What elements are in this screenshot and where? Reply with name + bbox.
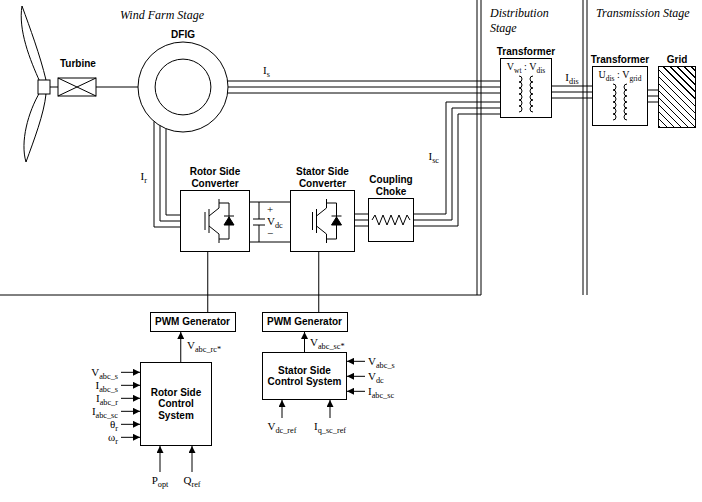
signal-arrow — [347, 391, 365, 392]
block-label: Stator Side Control System — [266, 365, 343, 388]
capacitor-symbol — [253, 202, 265, 242]
signal-arrow — [304, 332, 305, 352]
block-heading: Stator Side Converter — [288, 166, 358, 191]
transformer-coil — [530, 76, 533, 112]
signal-name: − — [267, 227, 273, 240]
signal-name: Vdc_ref — [267, 420, 296, 433]
signal-name: Vabc_s — [368, 355, 395, 368]
stage-divider — [481, 0, 482, 295]
signal-arrow — [180, 332, 181, 362]
block-box: Coupling Choke — [368, 198, 414, 242]
signal-name: Iabc_s — [96, 379, 118, 392]
signal-name: Vdc — [267, 215, 283, 228]
signal-arrow — [192, 446, 193, 472]
signal-arrow — [121, 398, 140, 399]
signal-arrow — [121, 372, 140, 373]
stage-heading: Distribution Stage — [490, 6, 578, 36]
block-heading: DFIG — [153, 29, 213, 43]
turbine-blade — [21, 6, 46, 82]
stage-divider — [477, 0, 478, 295]
block-box: PWM Generator — [150, 312, 236, 332]
transformer-coil — [519, 76, 522, 112]
current-label: Isc — [427, 150, 440, 163]
signal-arrow — [160, 446, 161, 472]
block-box: TransformerVwt : Vdis — [500, 58, 552, 118]
current-label: Vabc_sc* — [309, 336, 346, 349]
power-line — [648, 90, 658, 102]
block-label: PWM Generator — [155, 316, 230, 328]
diode-symbol — [332, 217, 342, 225]
power-line — [154, 121, 180, 227]
block-box: Rotor Side Converter — [180, 190, 250, 252]
block-heading: Transformer — [490, 46, 562, 60]
power-line — [250, 202, 290, 242]
block-heading: Transformer — [584, 54, 656, 68]
block-label: Vwt : Vdis — [507, 61, 545, 72]
current-label: Vabc_rc* — [186, 339, 222, 352]
signal-name: Iabc_sc — [92, 405, 118, 418]
signal-name: ωr — [108, 431, 118, 444]
grid-box: Grid — [658, 66, 696, 128]
stage-heading: Wind Farm Stage — [120, 8, 204, 23]
block-box: Stator Side Control System — [262, 352, 347, 400]
signal-name: Iabc_r — [96, 392, 118, 405]
igbt-symbol — [205, 199, 234, 243]
power-line — [552, 86, 592, 98]
stage-divider — [587, 0, 588, 295]
generator-rotor — [155, 59, 211, 115]
power-line — [207, 252, 208, 312]
block-heading: Coupling Choke — [361, 174, 421, 199]
gearbox — [58, 78, 96, 96]
choke-winding — [372, 215, 410, 225]
signal-name: Popt — [152, 474, 169, 487]
block-box: PWM Generator — [262, 312, 348, 332]
signal-arrow — [330, 400, 331, 418]
signal-name: Iq_sc_ref — [314, 420, 346, 433]
signal-name: + — [267, 203, 273, 216]
signal-arrow — [347, 376, 365, 377]
current-label: Ir — [140, 170, 148, 183]
power-line — [318, 252, 319, 312]
generator-stator — [138, 42, 228, 132]
turbine-blade — [24, 92, 46, 162]
signal-name: θr — [110, 418, 118, 431]
igbt-symbol — [313, 199, 342, 243]
signal-arrow — [121, 437, 140, 438]
turbine-hub — [38, 80, 50, 94]
signal-arrow — [121, 411, 140, 412]
stage-divider — [0, 295, 481, 296]
block-label: PWM Generator — [267, 316, 342, 328]
generator-circle: DFIG — [138, 42, 228, 132]
block-heading: Rotor Side Converter — [179, 166, 251, 191]
block-box: TransformerUdis : Vgrid — [592, 66, 648, 126]
power-line — [228, 81, 500, 93]
diode-symbol — [224, 217, 234, 225]
transformer-coil — [624, 84, 627, 120]
signal-name: Vabc_s — [91, 366, 118, 379]
gearbox-cross — [58, 78, 96, 96]
part-name: Turbine — [60, 58, 96, 69]
signal-arrow — [347, 361, 365, 362]
signal-name: Vdc — [368, 370, 384, 383]
transformer-coil — [613, 84, 616, 120]
block-label: Udis : Vgrid — [599, 69, 642, 80]
power-line — [355, 214, 368, 226]
power-line — [414, 102, 500, 226]
turbine-shaft — [96, 87, 138, 88]
block-heading: Grid — [657, 54, 697, 68]
signal-arrow — [121, 385, 140, 386]
signal-name: Iabc_sc — [368, 385, 394, 398]
block-box: Stator Side Converter — [290, 190, 355, 252]
signal-arrow — [121, 424, 140, 425]
signal-arrow — [282, 400, 283, 418]
turbine-shaft — [50, 87, 58, 88]
block-box: Rotor Side Control System — [140, 362, 212, 446]
block-label: Rotor Side Control System — [144, 387, 208, 422]
stage-heading: Transmission Stage — [596, 6, 696, 21]
current-label: Is — [262, 64, 271, 77]
stage-divider — [583, 0, 584, 295]
signal-name: Qref — [183, 474, 200, 487]
current-label: Idis — [564, 71, 579, 84]
